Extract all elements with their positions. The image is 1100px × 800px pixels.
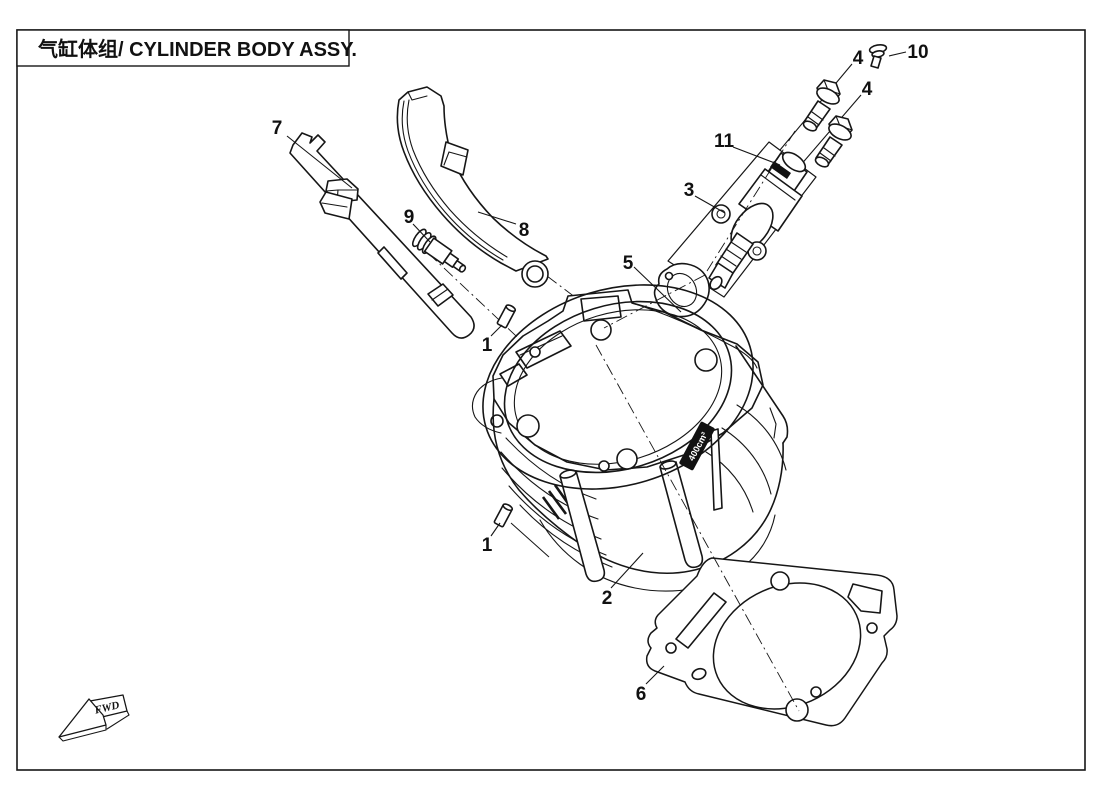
callout-9: 9 [404,207,415,228]
part-chain-tensioner [667,141,817,298]
callout-7: 7 [272,118,283,139]
center-lines [427,252,605,351]
part-cam-chain-guide-rear [396,86,549,288]
part-pivot-bolt [411,228,467,273]
part-screw [868,43,888,69]
callout-10: 10 [907,42,928,63]
callout-11: 11 [714,131,735,152]
callout-6: 6 [636,684,647,705]
page-title: 气缸体组/ CYLINDER BODY ASSY. [37,37,357,61]
page-border [16,29,1086,771]
callout-4a: 4 [853,48,864,69]
part-flange-bolt-upper [802,79,841,132]
callout-4b: 4 [862,79,873,100]
tensioner-lock-pin [770,161,791,179]
title-block: 气缸体组/ CYLINDER BODY ASSY. [16,29,357,67]
part-cylinder-body: 400cm³ [471,284,789,592]
callout-5: 5 [623,253,634,274]
callout-2: 2 [602,588,613,609]
title-box [16,29,350,67]
fwd-label: FWD [92,699,120,717]
part-flange-bolt-lower [814,115,853,168]
part-cylinder-gasket [645,557,898,727]
callout-1b: 1 [482,535,493,556]
leader-lines [286,51,907,685]
callout-3: 3 [684,180,695,201]
axis-lines [510,130,800,712]
callout-8: 8 [519,220,530,241]
callouts: 7 9 8 11 3 5 4 4 10 1 1 2 6 [272,42,929,705]
callout-1a: 1 [482,335,493,356]
fwd-arrow: FWD [58,694,130,742]
part-dowel-pin-upper [496,304,517,329]
part-dowel-pin-lower [493,503,514,528]
part-cam-chain-guide-front [289,132,475,339]
